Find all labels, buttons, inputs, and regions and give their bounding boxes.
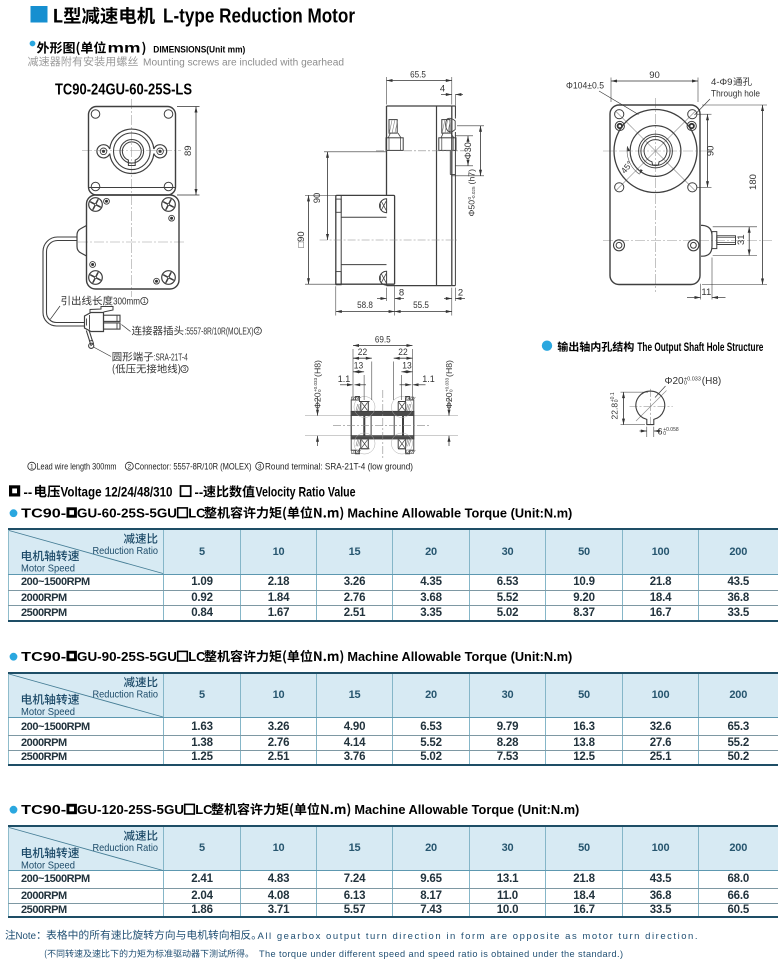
svg-text:6: 6 xyxy=(658,427,663,437)
svg-text:Note: Note xyxy=(16,931,37,942)
svg-text:2: 2 xyxy=(458,288,463,299)
svg-text:LC: LC xyxy=(188,506,206,521)
svg-text:TC90-: TC90- xyxy=(21,802,66,817)
svg-text:Round terminal: SRA-21T-4 (low: Round terminal: SRA-21T-4 (low ground) xyxy=(265,461,413,471)
svg-text:3: 3 xyxy=(183,367,187,373)
svg-text:+0.033: +0.033 xyxy=(445,377,450,392)
svg-text:+0.1: +0.1 xyxy=(610,392,616,402)
svg-text:300mm: 300mm xyxy=(113,297,140,308)
svg-text:(H8): (H8) xyxy=(313,360,323,377)
svg-text:13: 13 xyxy=(402,361,411,372)
svg-text:3: 3 xyxy=(258,464,262,471)
svg-text:All gearbox output turn direct: All gearbox output turn direction in for… xyxy=(258,931,698,942)
svg-text:+0.033: +0.033 xyxy=(684,376,701,382)
svg-text:1.1: 1.1 xyxy=(422,374,435,384)
svg-text:Φ20: Φ20 xyxy=(665,376,685,387)
svg-text:LC: LC xyxy=(195,802,213,817)
svg-text:--: -- xyxy=(24,484,33,499)
svg-text:22: 22 xyxy=(398,347,407,358)
svg-text::SRA-21T-4: :SRA-21T-4 xyxy=(154,353,188,364)
svg-text:2: 2 xyxy=(256,329,260,335)
svg-text:Mounting screws are included w: Mounting screws are included with gearhe… xyxy=(143,58,344,69)
svg-text:LC: LC xyxy=(188,649,206,664)
svg-text:31: 31 xyxy=(736,234,747,245)
svg-text:90: 90 xyxy=(312,193,323,204)
svg-text:89: 89 xyxy=(183,145,194,156)
svg-text:(H8): (H8) xyxy=(444,360,454,377)
svg-text:Velocity Ratio Value: Velocity Ratio Value xyxy=(256,483,356,499)
svg-text:58.8: 58.8 xyxy=(357,300,373,311)
svg-text:mm: mm xyxy=(108,40,141,56)
svg-text:TC90-: TC90- xyxy=(21,506,66,521)
svg-text:55.5: 55.5 xyxy=(413,300,429,311)
svg-text:1: 1 xyxy=(143,299,147,305)
svg-text:11: 11 xyxy=(701,287,711,298)
svg-text:TC90-24GU-60-25S-LS: TC90-24GU-60-25S-LS xyxy=(55,81,192,98)
svg-text:GU-120-25S-5GU: GU-120-25S-5GU xyxy=(77,802,184,817)
svg-text:90: 90 xyxy=(649,70,660,81)
svg-text:Φ30: Φ30 xyxy=(463,142,473,159)
svg-text:0: 0 xyxy=(467,197,472,200)
svg-text:13: 13 xyxy=(354,361,363,372)
svg-text:GU-60-25S-5GU: GU-60-25S-5GU xyxy=(77,506,177,521)
svg-text:69.5: 69.5 xyxy=(375,335,391,346)
svg-text:2: 2 xyxy=(127,464,131,471)
svg-text:1.1: 1.1 xyxy=(338,374,351,384)
svg-text:The Output Shaft Hole Structur: The Output Shaft Hole Structure xyxy=(637,340,763,354)
svg-text:Voltage 12/24/48/310: Voltage 12/24/48/310 xyxy=(61,483,173,499)
svg-text:+0.033: +0.033 xyxy=(313,377,318,392)
svg-text:The torque under different spe: The torque under different speed and spe… xyxy=(259,949,623,959)
svg-text:22: 22 xyxy=(358,347,367,358)
svg-text:Φ20: Φ20 xyxy=(444,392,454,409)
svg-text:Lead wire length 300mm: Lead wire length 300mm xyxy=(37,461,117,471)
svg-text:DIMENSIONS(Unit mm): DIMENSIONS(Unit mm) xyxy=(153,45,245,55)
svg-text:1: 1 xyxy=(30,464,34,471)
svg-text:Φ50: Φ50 xyxy=(467,200,477,217)
svg-text:45°: 45° xyxy=(619,159,635,175)
svg-text:90: 90 xyxy=(706,146,717,157)
svg-text:-0.025: -0.025 xyxy=(471,186,476,199)
svg-text:0: 0 xyxy=(449,389,454,392)
svg-text:Through hole: Through hole xyxy=(711,89,760,100)
svg-text:Machine Allowable Torque (Unit: Machine Allowable Torque (Unit:N.m) xyxy=(347,649,572,664)
svg-text:4-Φ9: 4-Φ9 xyxy=(711,77,733,88)
svg-text:65.5: 65.5 xyxy=(410,70,426,81)
svg-text:22.8: 22.8 xyxy=(610,403,620,420)
svg-text:L-type Reduction Motor: L-type Reduction Motor xyxy=(163,6,355,28)
svg-text:0: 0 xyxy=(614,399,620,402)
svg-text:--: -- xyxy=(195,484,204,499)
svg-text:0: 0 xyxy=(663,431,666,437)
svg-text:(H8): (H8) xyxy=(702,376,721,387)
svg-text:4: 4 xyxy=(440,84,445,95)
svg-text:TC90-: TC90- xyxy=(21,649,66,664)
svg-text:0: 0 xyxy=(684,380,687,386)
svg-text:+0.058: +0.058 xyxy=(663,427,679,433)
svg-text:Machine Allowable Torque (Unit: Machine Allowable Torque (Unit:N.m) xyxy=(354,802,579,817)
svg-text::5557-8R/10R(MOLEX): :5557-8R/10R(MOLEX) xyxy=(185,327,254,338)
svg-text:Machine Allowable Torque (Unit: Machine Allowable Torque (Unit:N.m) xyxy=(347,506,572,521)
svg-text:Φ104±0.5: Φ104±0.5 xyxy=(566,81,604,92)
svg-text:Φ20: Φ20 xyxy=(313,392,323,409)
svg-text:8: 8 xyxy=(399,288,404,299)
svg-text:(h7): (h7) xyxy=(467,169,477,185)
svg-text:□90: □90 xyxy=(296,231,307,247)
svg-text:0: 0 xyxy=(317,389,322,392)
svg-text:Connector: 5557-8R/10R (MOLEX): Connector: 5557-8R/10R (MOLEX) xyxy=(135,461,252,471)
svg-text:180: 180 xyxy=(748,174,759,190)
svg-text:GU-90-25S-5GU: GU-90-25S-5GU xyxy=(77,649,177,664)
